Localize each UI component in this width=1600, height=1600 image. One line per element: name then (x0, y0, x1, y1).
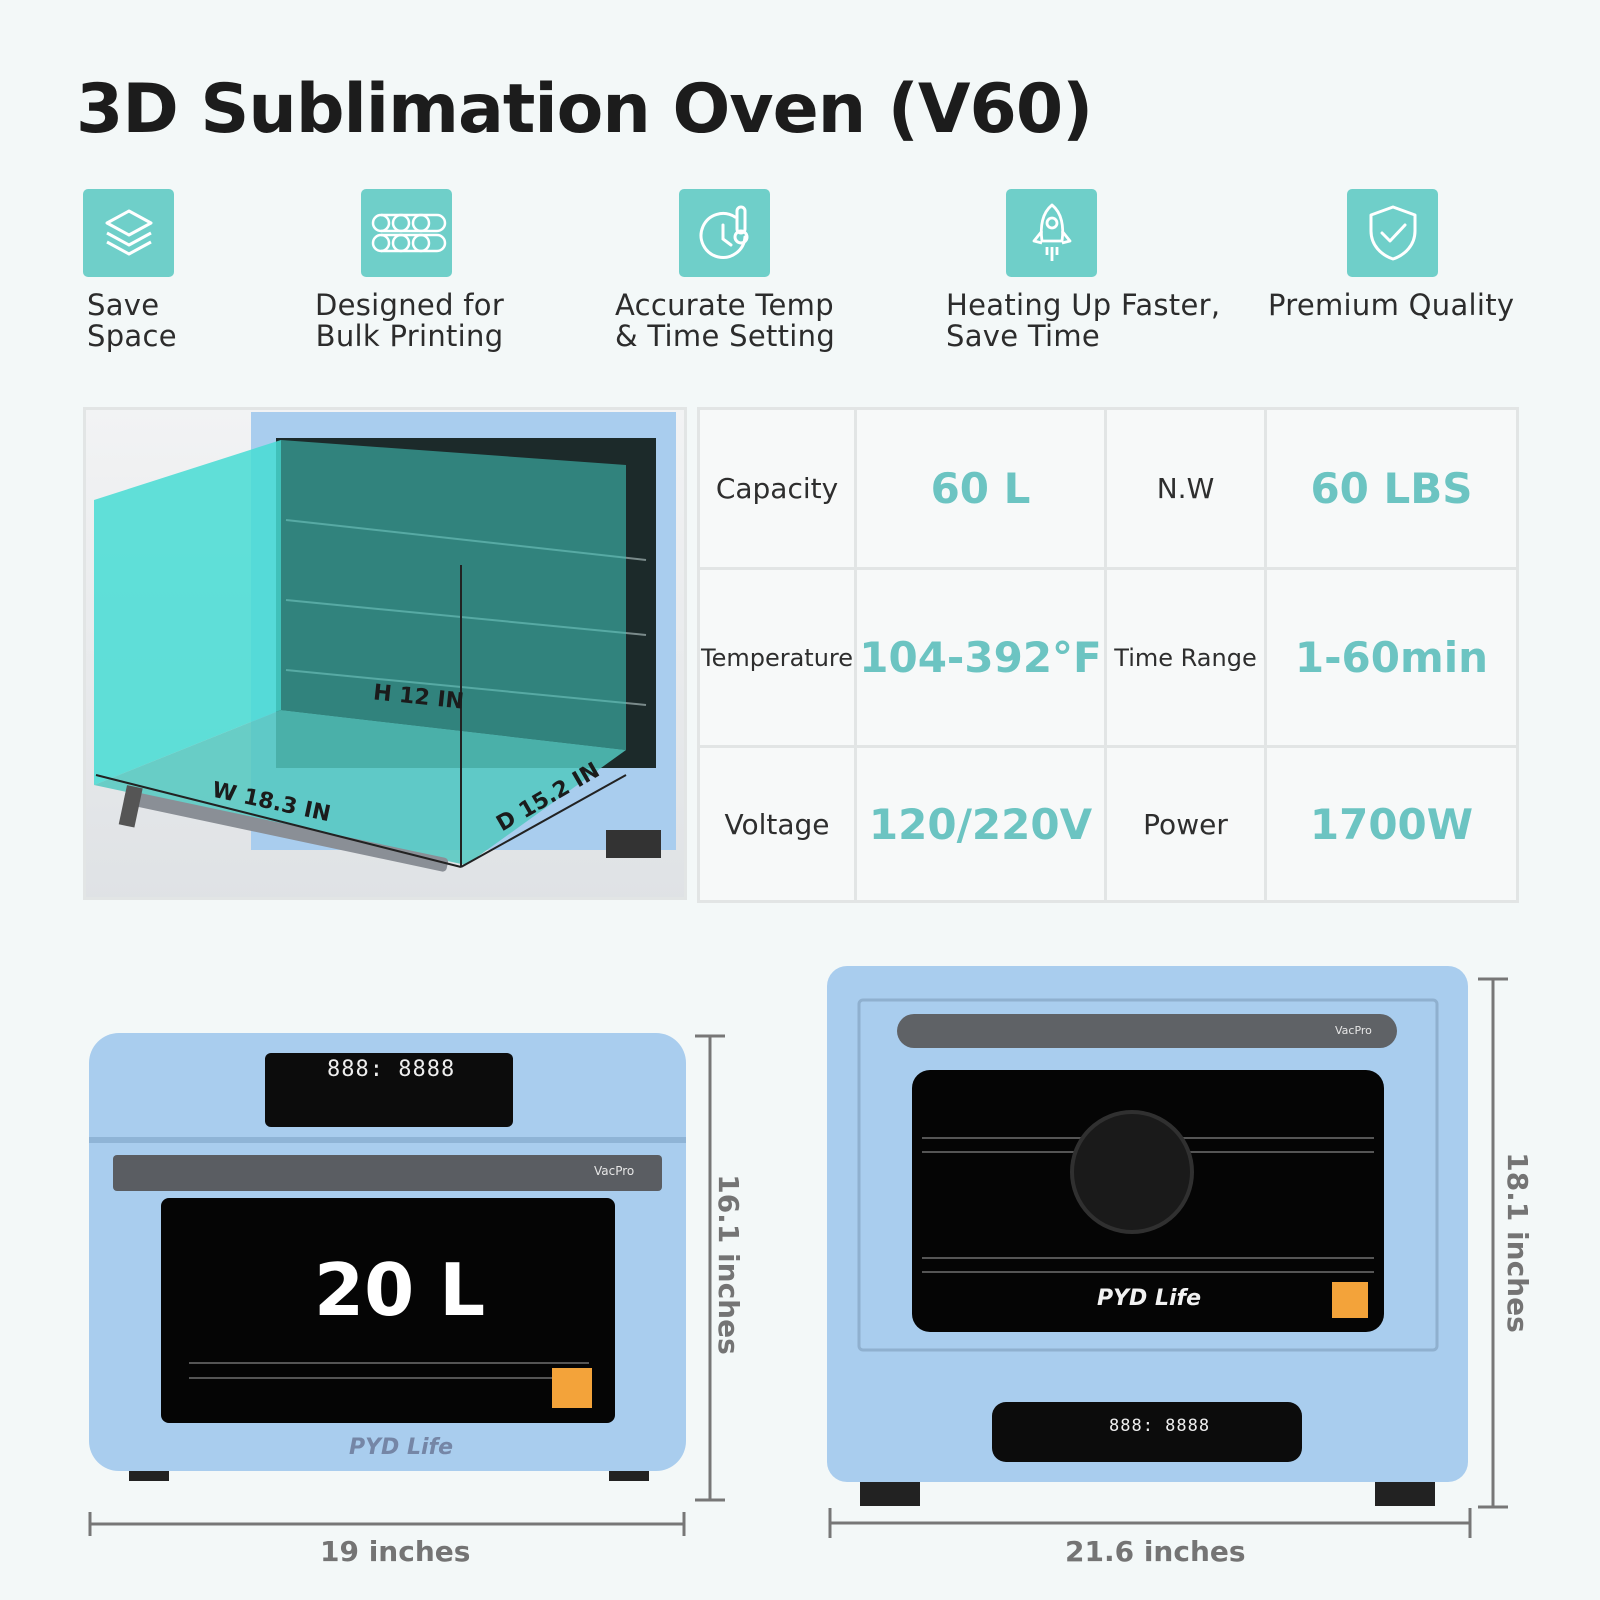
spec-table: Capacity 60 L N.W 60 LBS Temperature 104… (697, 407, 1519, 903)
small-oven-capacity: 20 L (314, 1248, 486, 1332)
large-oven-height-line (1478, 977, 1508, 1509)
page-title: 3D Sublimation Oven (V60) (76, 70, 1093, 149)
spec-value-nw: 60 LBS (1310, 464, 1473, 513)
small-oven-width-label: 19 inches (320, 1535, 471, 1568)
rocket-icon (1006, 189, 1097, 277)
feature-label-premium-quality: Premium Quality (1268, 288, 1515, 322)
shield-check-icon (1347, 189, 1438, 277)
large-oven-width-line (828, 1508, 1472, 1538)
spec-value-voltage: 120/220V (868, 799, 1093, 849)
feature-label-bulk-printing: Designed for Bulk Printing (315, 288, 505, 353)
spec-label-nw: N.W (1156, 472, 1215, 505)
small-oven-width-line (88, 1512, 686, 1536)
feature-label-save-space: Save Space (87, 288, 177, 353)
large-oven-brand-logo: PYD Life (1097, 1286, 1202, 1311)
small-oven: 888: 8888 VacPro 20 L PYD Life (89, 1033, 686, 1481)
spec-value-power: 1700W (1309, 799, 1474, 849)
spec-label-voltage: Voltage (724, 807, 830, 841)
table-row: Temperature 104-392°F Time Range 1-60min (697, 567, 1519, 748)
spec-value-capacity: 60 L (930, 464, 1031, 513)
spec-value-temperature: 104-392°F (859, 633, 1102, 682)
feature-label-accurate-temp: Accurate Temp & Time Setting (615, 288, 836, 353)
large-oven-height-label: 18.1 inches (1500, 1152, 1534, 1333)
layers-icon (83, 189, 174, 277)
thermometer-clock-icon (679, 189, 770, 277)
small-oven-height-label: 16.1 inches (711, 1174, 745, 1355)
rolls-icon (361, 189, 452, 277)
table-row: Capacity 60 L N.W 60 LBS (697, 407, 1519, 570)
spec-label-capacity: Capacity (715, 472, 839, 505)
small-oven-brand-logo: PYD Life (349, 1435, 454, 1460)
large-oven-display: 888: 8888 (1109, 1416, 1211, 1436)
spec-value-time-range: 1-60min (1294, 633, 1489, 682)
table-row: Voltage 120/220V Power 1700W (697, 745, 1519, 903)
spec-label-time-range: Time Range (1114, 643, 1257, 672)
feature-label-heating-faster: Heating Up Faster, Save Time (946, 288, 1221, 353)
small-oven-handle-brand: VacPro (594, 1164, 635, 1178)
small-oven-height-line (695, 1034, 725, 1502)
large-oven: VacPro PYD Life 888: 8888 (827, 966, 1468, 1506)
large-oven-width-label: 21.6 inches (1065, 1535, 1246, 1568)
large-oven-handle-brand: VacPro (1335, 1024, 1372, 1037)
small-oven-display: 888: 8888 (327, 1057, 456, 1082)
spec-label-power: Power (1143, 807, 1228, 841)
oven-interior-photo: H 12 IN W 18.3 IN D 15.2 IN (83, 407, 687, 900)
spec-label-temperature: Temperature (700, 643, 854, 672)
